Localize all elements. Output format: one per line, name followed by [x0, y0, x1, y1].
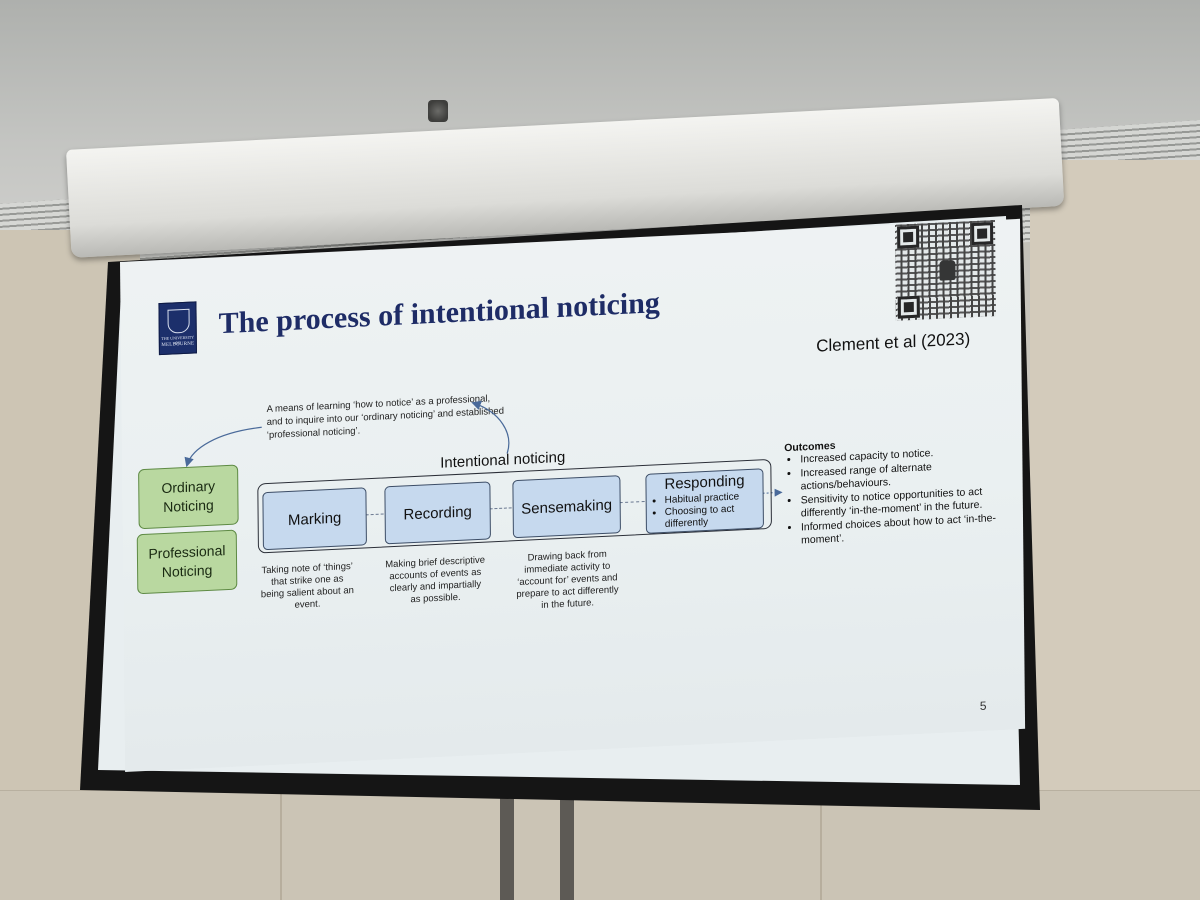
responding-bullet: Choosing to act differently — [665, 502, 763, 531]
wall-right — [1030, 160, 1200, 900]
outcomes-list: Increased capacity to notice. Increased … — [784, 444, 1001, 549]
step-marking: Marking — [262, 487, 367, 551]
step-responding: Responding Habitual practice Choosing to… — [645, 468, 764, 534]
arrow-to-outcomes — [762, 488, 783, 497]
recording-description: Making brief descriptive accounts of eve… — [385, 554, 486, 606]
step-recording: Recording — [384, 481, 491, 545]
screen-stand-pole — [560, 795, 574, 900]
screen-stand-pole — [500, 795, 514, 900]
diagram-arrows — [184, 400, 783, 497]
ordinary-noticing-box: Ordinary Noticing — [138, 464, 239, 530]
panel-seam — [820, 790, 822, 900]
panel-seam — [280, 790, 282, 900]
step-sensemaking: Sensemaking — [512, 475, 621, 539]
page-number: 5 — [979, 698, 987, 713]
professional-noticing-box: Professional Noticing — [136, 529, 238, 595]
responding-bullets: Habitual practice Choosing to act differ… — [647, 490, 763, 532]
presentation-slide: THE UNIVERSITY OF MELBOURNE The process … — [120, 218, 1026, 773]
arrow-from-process — [471, 400, 510, 454]
sensemaking-description: Drawing back from immediate activity to … — [516, 548, 619, 611]
sprinkler-head — [428, 100, 448, 122]
arrow-to-ordinary — [184, 426, 262, 468]
marking-description: Taking note of ‘things’ that strike one … — [260, 560, 354, 611]
